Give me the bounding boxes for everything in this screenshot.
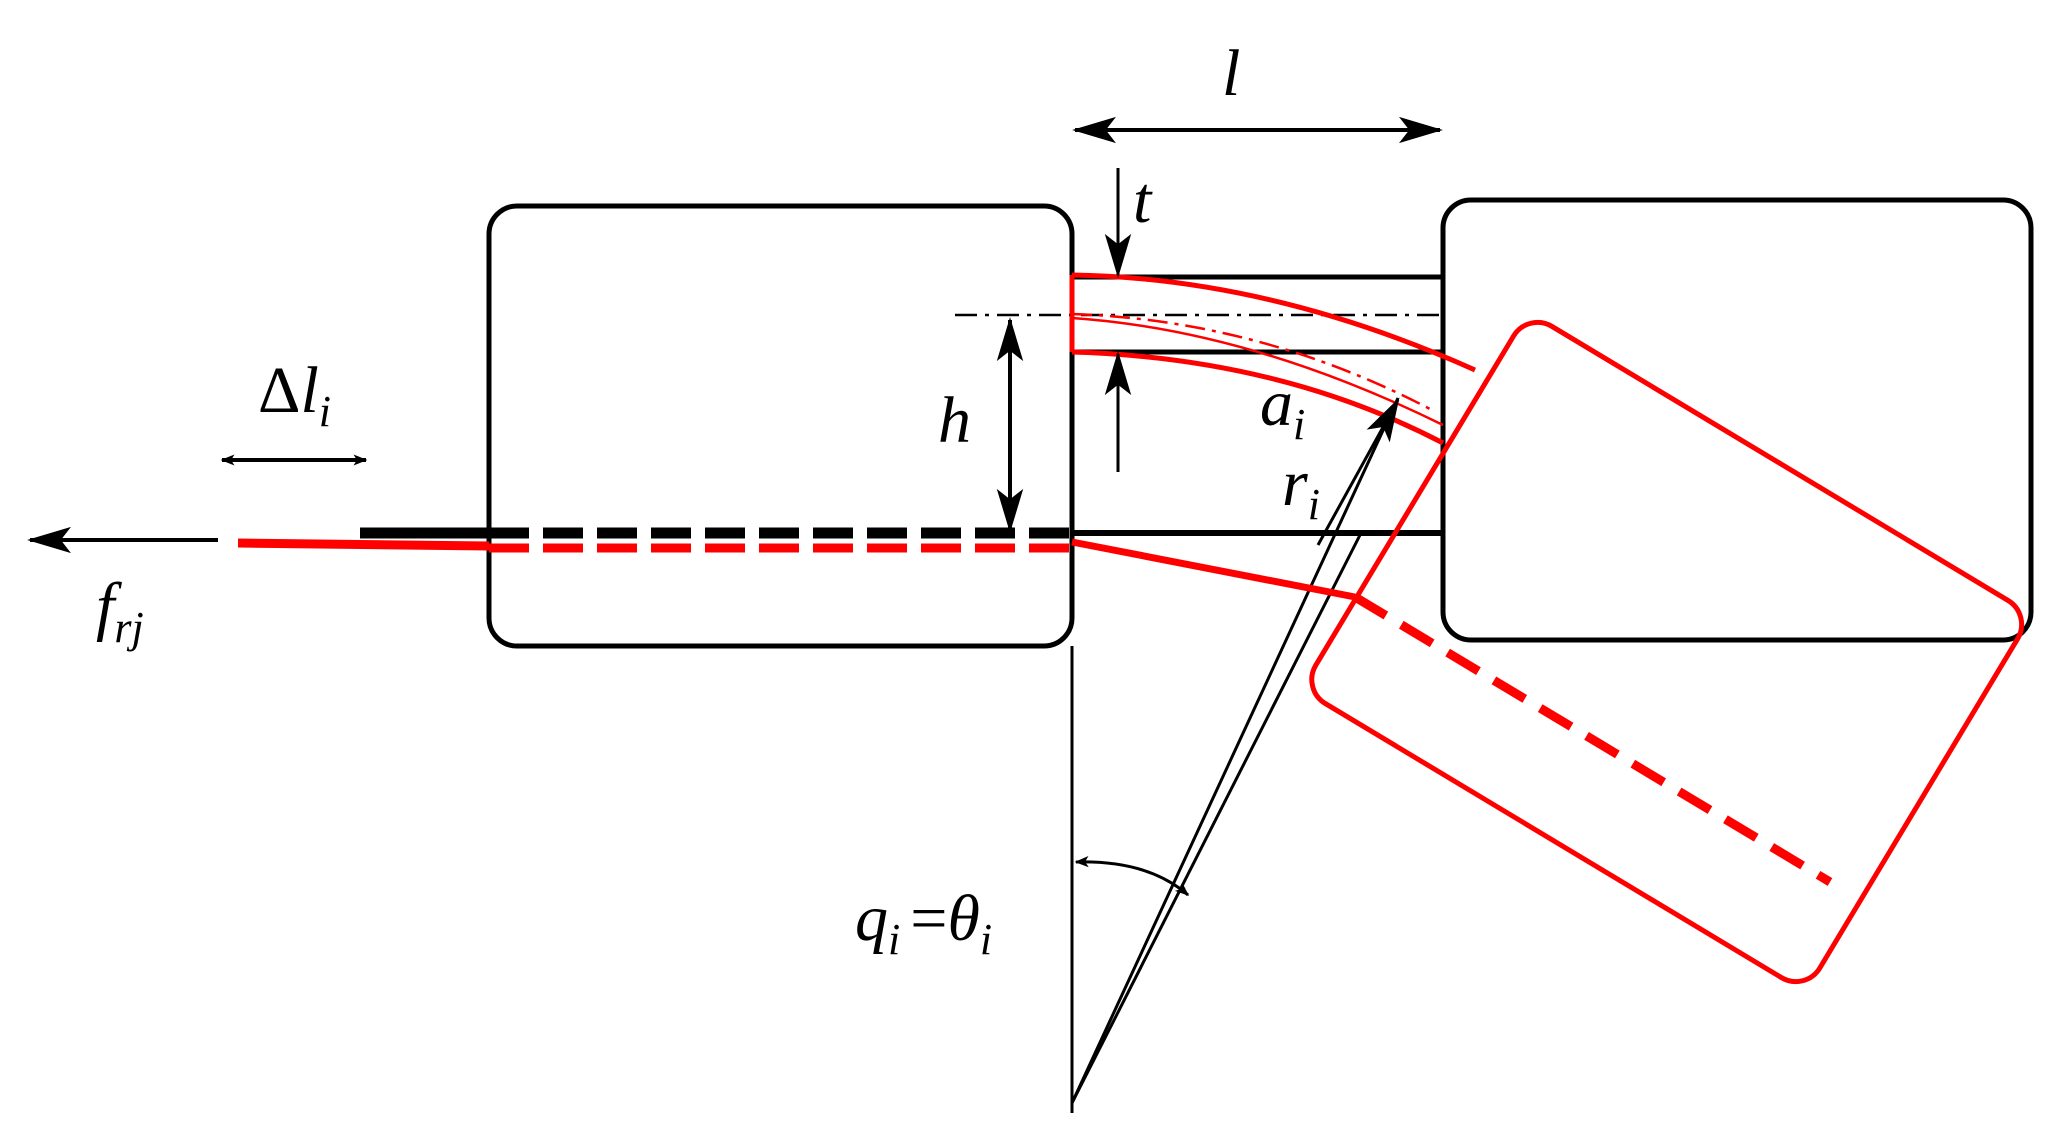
label-r-sub: i: [1308, 480, 1320, 529]
label-delta-symbol: Δ: [258, 354, 300, 427]
flexure-deflected-bottom: [1071, 349, 1445, 446]
labels: l t h ai ri Δli frj qi=θi: [96, 37, 1320, 964]
label-rotation-angle: qi=θi: [855, 882, 992, 964]
label-q-sub: i: [888, 915, 900, 964]
dimension-arrows: [27, 116, 1443, 897]
tendon-deflected-dashed-right: [1352, 593, 1833, 886]
radius-arrow: [1316, 397, 1400, 546]
label-a-base: a: [1260, 367, 1293, 440]
label-a: ai: [1260, 367, 1305, 449]
right-link-body-deflected: [1309, 319, 2025, 985]
label-displacement: Δli: [258, 354, 331, 436]
radius-line-inner: [1070, 534, 1362, 1104]
tendon-deflected-outside: [237, 538, 490, 551]
label-equals-sign: =: [910, 882, 947, 955]
deflected-neutral-axis: [1071, 312, 1433, 412]
undeformed-structure: [360, 197, 2034, 1113]
tendon-deflected-gap: [1071, 538, 1356, 601]
label-r-base: r: [1282, 447, 1308, 520]
label-theta-base: θ: [947, 882, 979, 955]
label-tendon-force: frj: [96, 570, 144, 652]
label-a-sub: i: [1293, 400, 1305, 449]
label-theta-sub: i: [980, 915, 992, 964]
label-length: l: [1222, 37, 1240, 110]
radius-line-outer: [1070, 397, 1400, 1104]
label-displacement-base: l: [300, 354, 318, 427]
label-thickness: t: [1133, 164, 1153, 237]
right-link-body: [1440, 197, 2034, 643]
deflected-structure: [237, 272, 2025, 985]
left-link-body: [486, 203, 1075, 649]
label-force-sub: rj: [114, 603, 143, 652]
rotation-angle-arc: [1074, 856, 1190, 897]
label-q-base: q: [855, 882, 888, 955]
label-r: ri: [1282, 447, 1320, 529]
label-displacement-sub: i: [319, 387, 331, 436]
label-height: h: [938, 384, 971, 457]
